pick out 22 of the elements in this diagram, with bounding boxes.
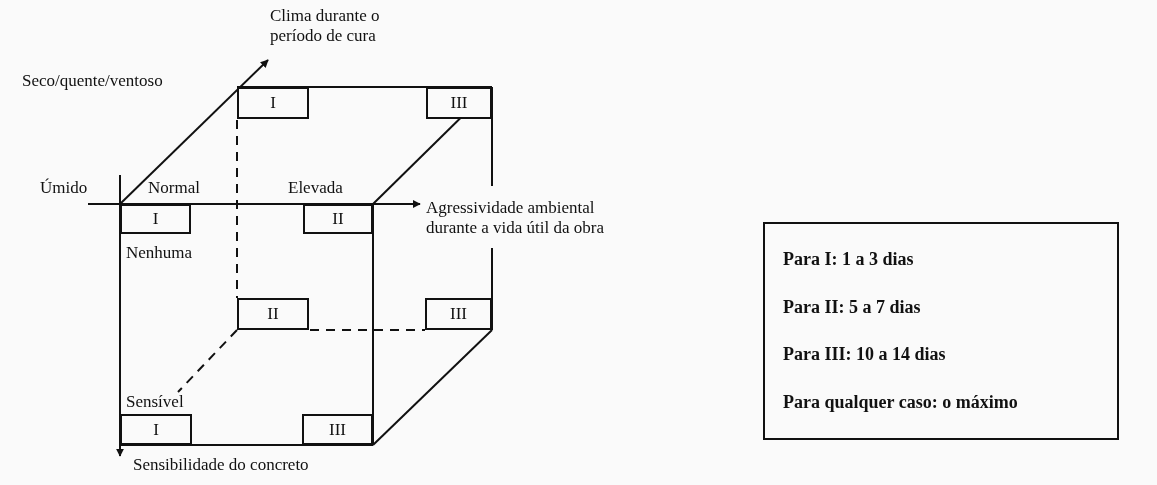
category-box: II [237,298,309,330]
category-box: II [303,204,373,234]
category-box: I [120,204,191,234]
category-box: III [426,87,492,119]
category-box: III [302,414,373,445]
axis-label: Elevada [288,178,343,198]
axis-label: Nenhuma [126,243,193,263]
axis-label: Normal [148,178,200,198]
axis-label: Clima durante o período de cura [270,6,381,46]
category-box: I [237,87,309,119]
axis-label: Sensibilidade do concreto [133,455,309,475]
curing-time-text: Para qualquer caso: o máximo [783,391,1018,413]
axis-label: Sensível [126,392,184,412]
category-box: I [120,414,192,445]
curing-time-text: Para I: 1 a 3 dias [783,249,914,271]
category-box: III [425,298,492,330]
curing-time-panel [763,222,1119,440]
curing-time-text: Para III: 10 a 14 dias [783,344,946,366]
axis-label: Úmido [40,178,88,198]
curing-time-text: Para II: 5 a 7 dias [783,296,921,318]
axis-label: Seco/quente/ventoso [22,71,163,91]
axis-label: Agressividade ambiental durante a vida útil da obra [426,198,605,238]
